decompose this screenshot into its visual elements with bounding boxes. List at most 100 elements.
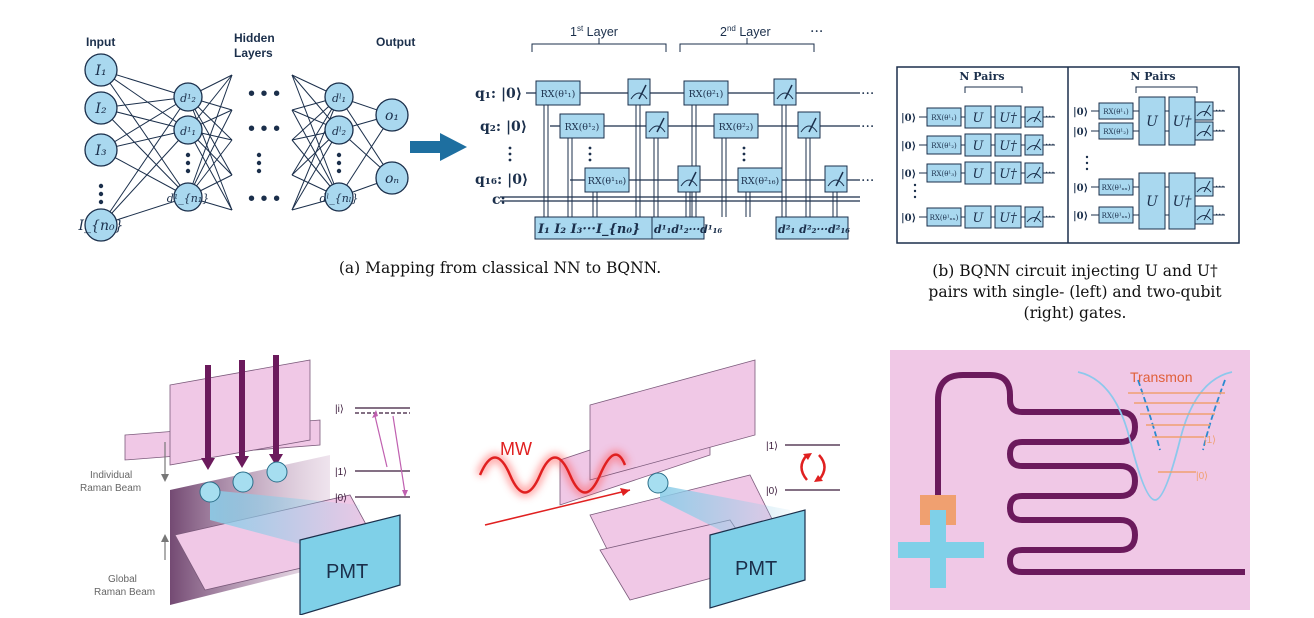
svg-text:|0⟩: |0⟩ [1073, 211, 1088, 222]
hiddenL-node-label: dˡ_{nₗ} [320, 192, 359, 205]
rx-gate-label: RX(θ¹₂) [565, 122, 600, 133]
qubit-label-16: q₁₆: |0⟩ [475, 172, 528, 188]
input-node-label: I₃ [94, 143, 107, 159]
svg-text:U†: U† [999, 211, 1017, 226]
mapping-arrow-head [440, 133, 467, 161]
right-rx-gate [1098, 206, 1134, 224]
left-udag-gate [994, 205, 1022, 229]
level-0-c: |0⟩ [335, 493, 347, 504]
output-node-label: o₁ [385, 108, 399, 124]
svg-text:|0⟩: |0⟩ [901, 169, 916, 180]
potential-well [1077, 371, 1233, 501]
measure-gate [677, 165, 701, 193]
input-node [84, 91, 118, 125]
hidden1-node-label: d¹₁ [180, 125, 196, 138]
register-layer2: d²₁ d²₂···d²₁₆ [778, 223, 850, 236]
rx-gate [737, 167, 783, 193]
rx-gate-label: RX(θ²₂) [719, 122, 754, 133]
svg-text:U†: U† [999, 139, 1017, 154]
output-node [375, 161, 409, 195]
svg-text:RX(θ¹₁): RX(θ¹₁) [931, 114, 957, 122]
left-udag-gate [994, 161, 1022, 185]
rx-gate [559, 113, 605, 139]
caption-b-2: pairs with single- (left) and two-qubit [928, 283, 1222, 301]
ellipsis-mid: • • • [248, 118, 280, 140]
individual-beam-label-2: Raman Beam [80, 483, 141, 494]
hidden1-node-label: d¹_{n₁} [167, 192, 209, 205]
left-rx-gate [926, 107, 962, 127]
left-npairs-title: N Pairs [959, 70, 1004, 83]
panel-e-transmon: Transmon |1⟩ |0⟩ [890, 350, 1250, 610]
left-udag-gate [994, 133, 1022, 157]
right-rx-gate [1098, 122, 1134, 140]
right-npairs-title: N Pairs [1130, 70, 1175, 83]
right-udag-gate [1168, 96, 1196, 146]
hiddenL-node [324, 82, 354, 112]
svg-text:U†: U† [1173, 114, 1193, 130]
svg-text:U†: U† [999, 167, 1017, 182]
rx-gate [535, 80, 581, 106]
hiddenL-node [324, 115, 354, 145]
input-node-label: I_{n₀} [78, 218, 124, 234]
caption-a: (a) Mapping from classical NN to BQNN. [338, 259, 662, 277]
input-node-label: I₂ [94, 101, 107, 117]
level-0-e: |0⟩ [1196, 471, 1208, 482]
level-1-c: |1⟩ [335, 467, 347, 478]
svg-text:RX(θ¹ₙₓ): RX(θ¹ₙₓ) [1102, 212, 1131, 220]
transmon-cross-horizontal [898, 542, 984, 558]
caption-b-1: (b) BQNN circuit injecting U and U† [932, 262, 1218, 280]
output-node-label: oₙ [385, 171, 399, 187]
hiddenL-node-label: dˡ₂ [332, 125, 346, 138]
measure-gate [824, 165, 848, 193]
svg-text:|0⟩: |0⟩ [901, 141, 916, 152]
input-node-label: I₁ [94, 63, 106, 79]
hidden-label-2: Layers [234, 46, 273, 60]
measure-gate [797, 111, 821, 139]
rx-gate [713, 113, 759, 139]
level-1-e: |1⟩ [1204, 435, 1216, 446]
svg-text:···: ··· [1215, 210, 1225, 221]
svg-text:U: U [973, 211, 985, 226]
svg-text:···: ··· [1045, 112, 1055, 123]
measure-gate [773, 78, 797, 106]
svg-text:|0⟩: |0⟩ [901, 113, 916, 124]
svg-text:RX(θ¹₂): RX(θ¹₂) [1103, 128, 1129, 136]
svg-text:RX(θ¹₃): RX(θ¹₃) [931, 170, 957, 178]
svg-text:···: ··· [1045, 168, 1055, 179]
level-i-c: |i⟩ [335, 404, 344, 415]
caption-b-3: (right) gates. [1023, 304, 1127, 322]
svg-text:|0⟩: |0⟩ [1073, 183, 1088, 194]
left-u-gate [964, 105, 992, 129]
svg-text:···: ··· [1045, 212, 1055, 223]
left-rx-gate [926, 163, 962, 183]
svg-text:|0⟩: |0⟩ [1073, 107, 1088, 118]
classical-label: c: [492, 192, 506, 208]
svg-text:RX(θ¹ₙₓ): RX(θ¹ₙₓ) [930, 214, 959, 222]
register-input: I₁ I₂ I₃···I_{n₀} [537, 222, 640, 237]
hidden1-node [173, 182, 203, 212]
hidden1-node [173, 82, 203, 112]
rx-gate [683, 80, 729, 106]
input-node [84, 133, 118, 167]
individual-beam-label-1: Individual [90, 470, 132, 481]
rx-gate-label: RX(θ²₁) [689, 89, 724, 100]
svg-text:RX(θ¹₁): RX(θ¹₁) [1103, 108, 1129, 116]
global-beam-label-1: Global [108, 574, 137, 585]
svg-text:U†: U† [999, 111, 1017, 126]
qubit-label-2: q₂: |0⟩ [480, 119, 527, 135]
ellipsis-top: • • • [248, 83, 280, 105]
hidden1-node-label: d¹₂ [180, 92, 196, 105]
left-rx-gate [926, 135, 962, 155]
qubit-label-1: q₁: |0⟩ [475, 86, 522, 102]
svg-text:···: ··· [1215, 182, 1225, 193]
svg-text:···: ··· [1215, 106, 1225, 117]
svg-text:U: U [1146, 114, 1159, 130]
right-u-gate [1138, 96, 1166, 146]
global-beam-label-2: Raman Beam [94, 587, 155, 598]
hiddenL-node [324, 182, 354, 212]
mw-label: MW [500, 439, 532, 459]
neural-network-diagram: I₁I₂I₃I_{n₀}d¹₂d¹₁d¹_{n₁}dˡ₁dˡ₂dˡ_{nₗ}o₁… [78, 53, 467, 242]
svg-text:U†: U† [1173, 194, 1193, 210]
svg-text:|0⟩: |0⟩ [1073, 127, 1088, 138]
panel-b-circuit: N Pairs N Pairs |0⟩ RX(θ¹₁) U U† ··· |0⟩ RX(θ¹₂)… [896, 66, 1240, 244]
